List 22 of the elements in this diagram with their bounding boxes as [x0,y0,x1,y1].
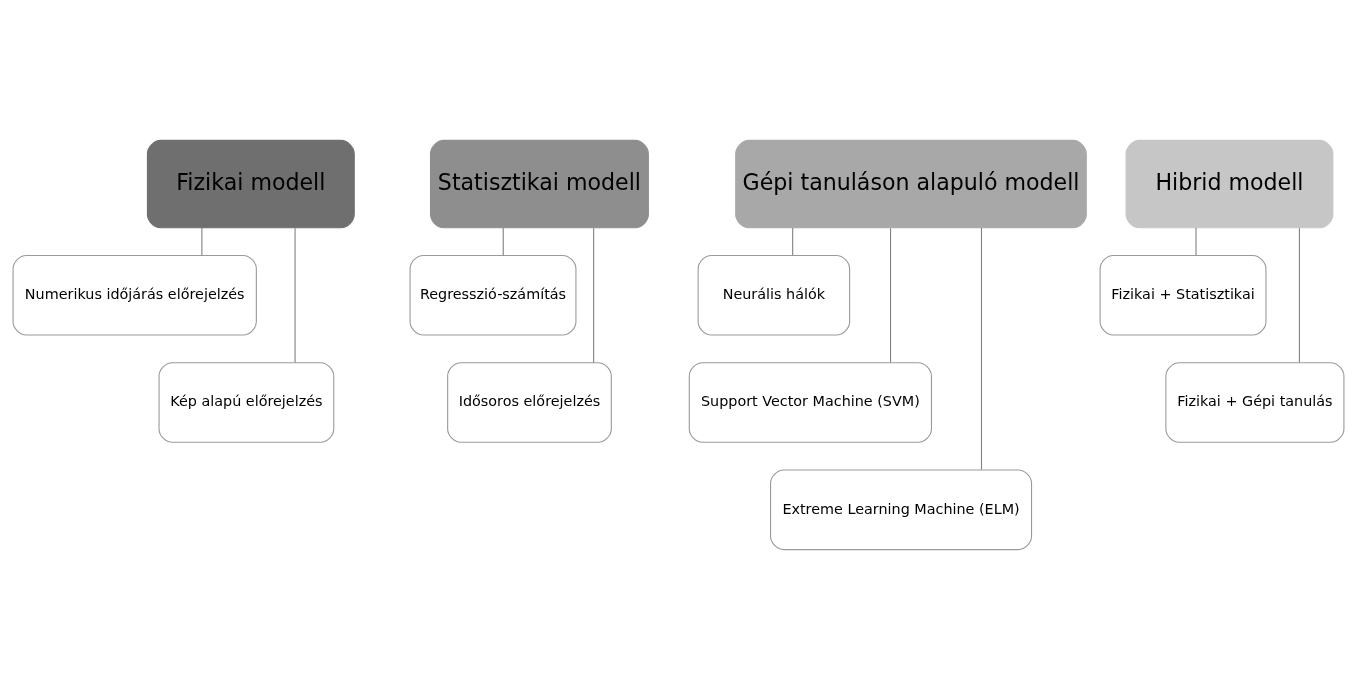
node-box: Fizikai modell [146,139,355,228]
connector [890,227,892,363]
connector [502,226,504,256]
node-box: Statisztikai modell [429,139,649,228]
node-box: Support Vector Machine (SVM) [688,361,932,443]
node-box: Regresszió-számítás [409,254,577,336]
connector [294,227,296,363]
node-box: Hibrid modell [1125,139,1334,228]
connector [201,226,203,256]
connector [1195,226,1197,256]
node-box: Gépi tanuláson alapuló modell [735,139,1087,228]
connector [792,226,794,256]
connector [593,227,595,363]
node-box: Extreme Learning Machine (ELM) [770,468,1033,550]
node-box: Fizikai + Statisztikai [1099,254,1267,336]
node-box: Numerikus időjárás előrejelzés [12,254,257,336]
connector [1298,227,1300,363]
node-box: Neurális hálók [697,254,851,336]
node-box: Fizikai + Gépi tanulás [1165,361,1345,443]
node-box: Kép alapú előrejelzés [158,361,335,443]
connector [980,226,983,470]
node-box: Idősoros előrejelzés [447,361,612,443]
